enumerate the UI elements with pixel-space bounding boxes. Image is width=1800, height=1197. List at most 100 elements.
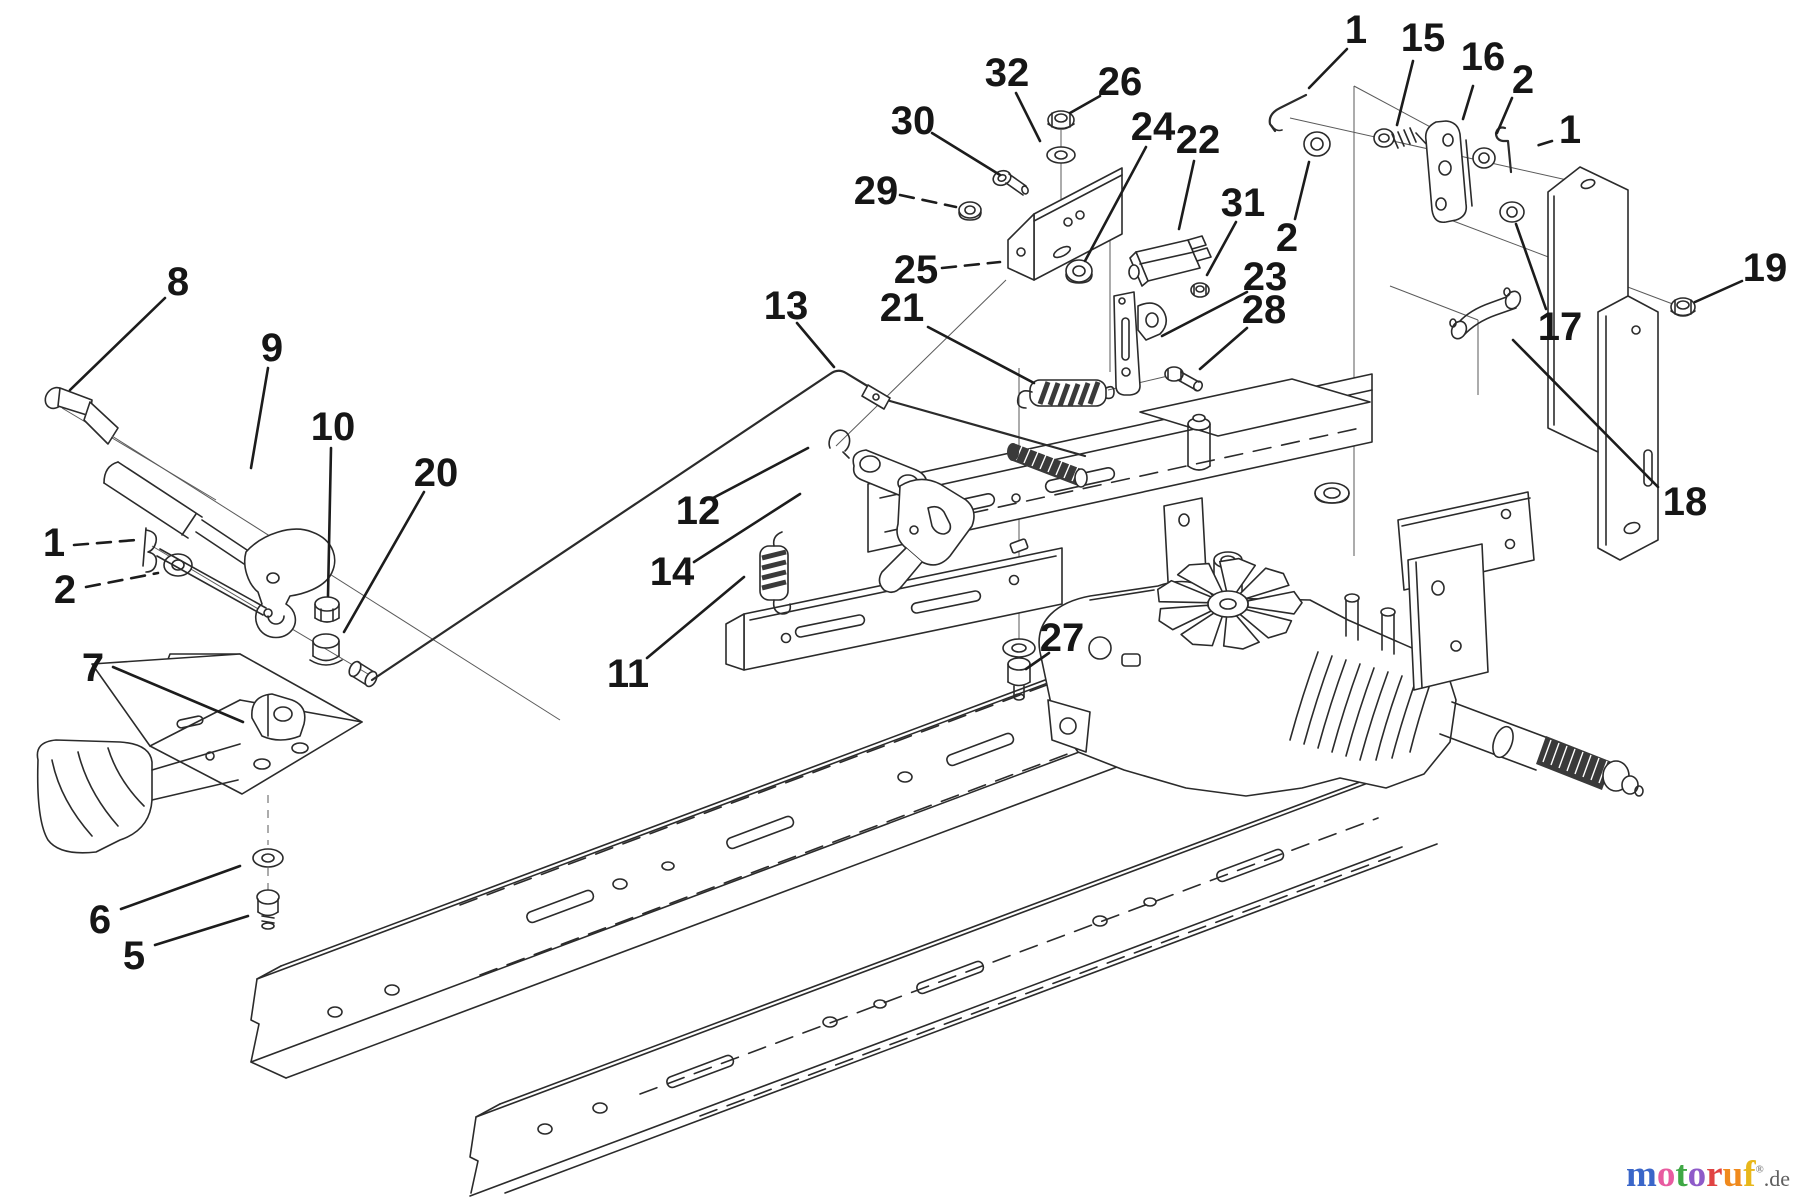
washer-2-left bbox=[163, 553, 193, 577]
callout-leader-8 bbox=[68, 296, 167, 392]
callout-label-27: 27 bbox=[1040, 616, 1085, 660]
washer-2-right bbox=[1472, 147, 1496, 169]
transaxle bbox=[1038, 413, 1644, 797]
callout-leader-14 bbox=[692, 492, 802, 564]
rod-end-ferrule bbox=[348, 660, 378, 688]
callout-leader-6 bbox=[119, 864, 242, 911]
callout-label-21: 21 bbox=[880, 286, 925, 330]
washer-26 bbox=[1046, 146, 1076, 164]
pin-1-left bbox=[1268, 93, 1308, 133]
motoruf-logo[interactable]: motoruf®.de bbox=[1626, 1156, 1790, 1193]
spline-hatching bbox=[1542, 739, 1608, 784]
tall-z-bracket bbox=[1547, 166, 1659, 561]
callout-label-7: 7 bbox=[82, 646, 104, 690]
callout-label-29: 29 bbox=[854, 169, 899, 213]
cooling-fins bbox=[1289, 651, 1431, 761]
callout-label-20: 20 bbox=[414, 451, 459, 495]
logo-letter: m bbox=[1626, 1154, 1657, 1195]
callout-leader-17 bbox=[1514, 222, 1548, 311]
callout-label-25: 25 bbox=[894, 248, 939, 292]
nut-19 bbox=[1670, 297, 1696, 317]
callout-label-13: 13 bbox=[764, 284, 809, 328]
callout-label-9: 9 bbox=[261, 326, 283, 370]
brake-cable-end-8 bbox=[44, 386, 561, 721]
rubber-bumper bbox=[251, 693, 306, 741]
link-plate-14 bbox=[852, 449, 975, 594]
callout-label-6: 6 bbox=[89, 898, 111, 942]
logo-letter: f bbox=[1743, 1154, 1756, 1195]
bolt-28 bbox=[1164, 366, 1203, 392]
bracket-16 bbox=[1424, 120, 1473, 224]
callout-label-8: 8 bbox=[167, 260, 189, 304]
callout-leader-15 bbox=[1395, 59, 1415, 127]
callout-leader-13 bbox=[795, 321, 836, 369]
callout-label-18: 18 bbox=[1663, 480, 1708, 524]
callout-label-23: 23 bbox=[1243, 255, 1288, 299]
safety-switch-22 bbox=[1128, 235, 1212, 287]
callout-label-22: 22 bbox=[1176, 118, 1221, 162]
callout-label-31: 31 bbox=[1221, 181, 1266, 225]
washer-6 bbox=[252, 848, 284, 868]
spring-21 bbox=[1016, 379, 1115, 409]
callout-label-14: 14 bbox=[650, 550, 695, 594]
spring-11 bbox=[759, 531, 792, 615]
callout-label-28: 28 bbox=[1242, 288, 1287, 332]
callout-label-24: 24 bbox=[1131, 105, 1176, 149]
callout-label-32: 32 bbox=[985, 51, 1030, 95]
bolt-27 bbox=[1002, 638, 1036, 701]
callout-leader-22 bbox=[1177, 159, 1196, 231]
callout-leader-1-a bbox=[72, 538, 138, 547]
callout-label-15: 15 bbox=[1401, 16, 1446, 60]
callout-leader-10 bbox=[326, 446, 333, 598]
nut-29 bbox=[958, 201, 982, 221]
nut-31 bbox=[1190, 282, 1210, 298]
logo-letter: u bbox=[1722, 1154, 1744, 1195]
screw-15 bbox=[1373, 127, 1429, 149]
logo-domain-suffix: .de bbox=[1763, 1166, 1790, 1191]
callout-leader-9 bbox=[249, 366, 270, 470]
callout-leader-11 bbox=[645, 575, 746, 660]
callout-leader-24 bbox=[1083, 145, 1148, 263]
callout-label-1-b: 1 bbox=[1345, 8, 1367, 52]
callout-leader-7 bbox=[111, 665, 245, 724]
callout-leader-2-c bbox=[1495, 96, 1514, 135]
locknut-26 bbox=[1047, 110, 1075, 130]
callout-label-1-a: 1 bbox=[43, 521, 65, 565]
callout-leader-26 bbox=[1068, 94, 1102, 115]
bolt-5 bbox=[256, 889, 280, 930]
callout-leader-16 bbox=[1461, 84, 1475, 121]
support-plate bbox=[725, 538, 1063, 671]
callout-leader-20 bbox=[342, 490, 426, 634]
callout-label-11: 11 bbox=[607, 652, 649, 696]
brake-lever-9 bbox=[103, 461, 336, 639]
callout-leader-28 bbox=[1198, 326, 1249, 371]
callout-leader-1-b bbox=[1307, 47, 1349, 90]
callout-leader-21 bbox=[926, 325, 1036, 385]
callout-label-26: 26 bbox=[1098, 60, 1143, 104]
logo-letter: t bbox=[1675, 1154, 1688, 1195]
left-frame-rail bbox=[250, 639, 1158, 1079]
u-handle-18 bbox=[1449, 287, 1522, 340]
callout-leader-1-c bbox=[1534, 139, 1554, 148]
callout-leader-12 bbox=[711, 446, 810, 500]
logo-letter: r bbox=[1706, 1154, 1723, 1195]
callout-leader-31 bbox=[1205, 220, 1238, 277]
callout-label-10: 10 bbox=[311, 405, 356, 449]
pedal-bracket bbox=[36, 653, 363, 854]
washer-24 bbox=[1065, 259, 1093, 284]
callout-leader-19 bbox=[1693, 279, 1744, 304]
callout-leader-2-a bbox=[84, 571, 160, 589]
callout-label-5: 5 bbox=[123, 934, 145, 978]
washer-2-mid bbox=[1303, 131, 1331, 157]
hook-bracket-23 bbox=[1113, 291, 1168, 396]
callout-leader-5 bbox=[153, 914, 250, 947]
callout-leader-18 bbox=[1511, 338, 1660, 489]
callout-leader-2-b bbox=[1293, 160, 1311, 221]
callout-label-2-b: 2 bbox=[1276, 216, 1298, 260]
callout-label-17: 17 bbox=[1538, 305, 1583, 349]
hairpin-cotter-1 bbox=[142, 527, 158, 573]
right-frame-rail bbox=[469, 754, 1438, 1197]
callout-leader-30 bbox=[930, 131, 1002, 177]
callout-label-12: 12 bbox=[676, 489, 721, 533]
